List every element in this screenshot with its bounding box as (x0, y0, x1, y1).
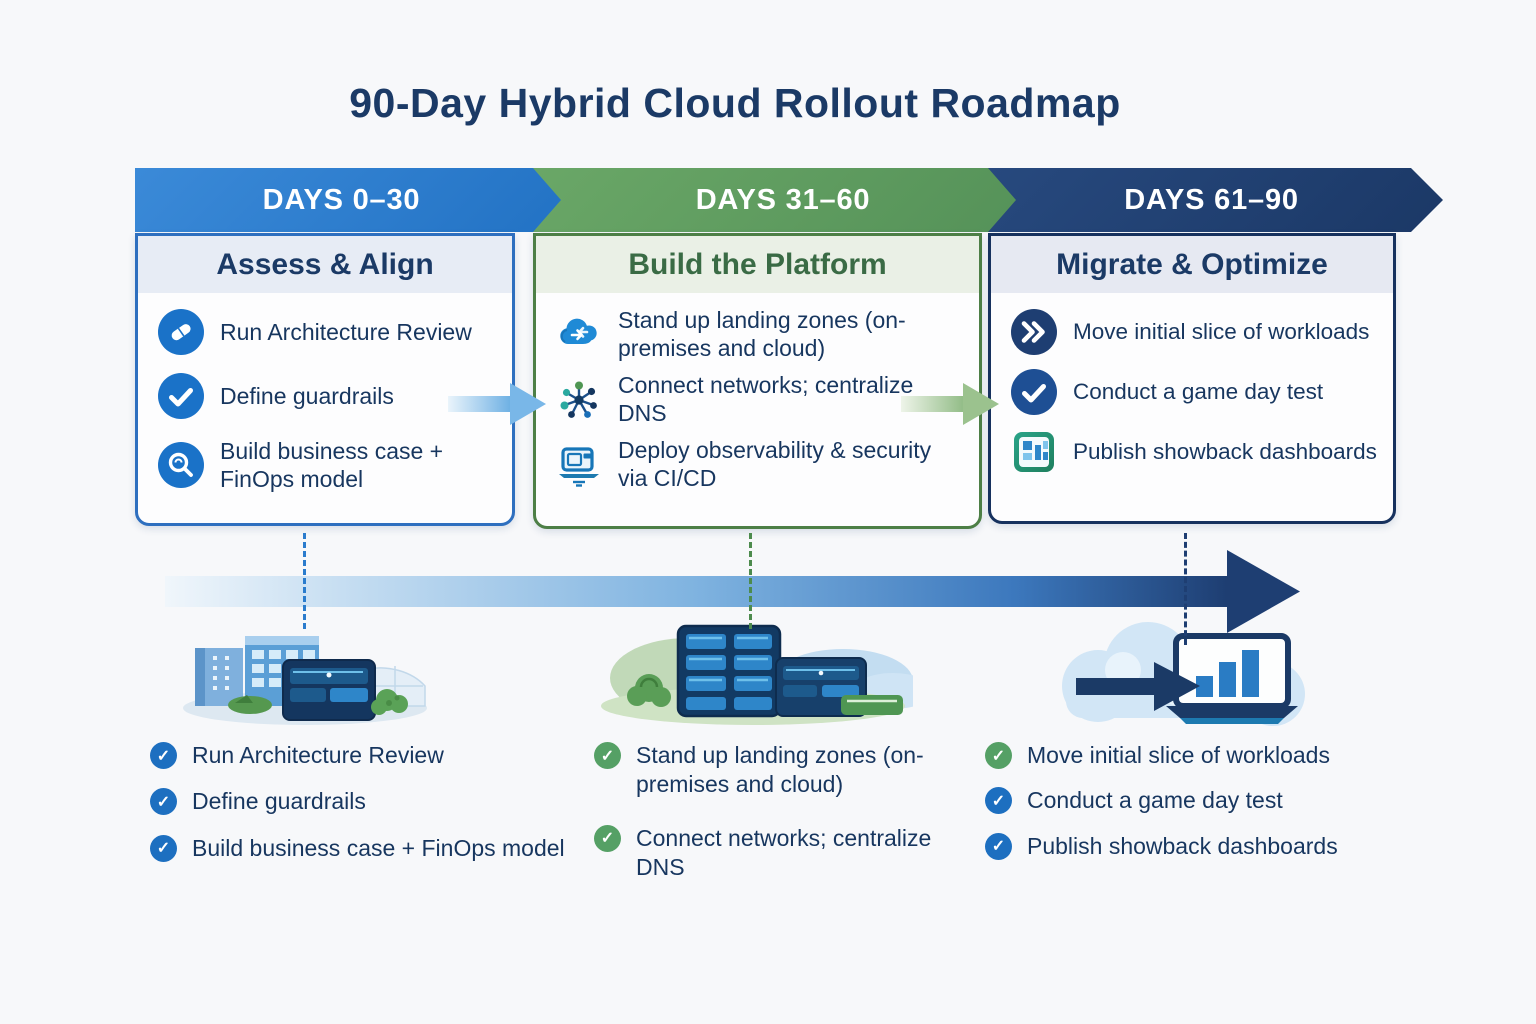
connector-arrow-green (901, 380, 1001, 433)
phase-3-item-1-label: Move initial slice of workloads (1073, 319, 1370, 345)
checklist-item-label: Move initial slice of workloads (1027, 742, 1330, 768)
phase-2-days-label: DAYS 31–60 (695, 183, 871, 216)
checklist-item: Publish showback dashboards (985, 832, 1338, 861)
checklist-phase-1: Run Architecture Review Define guardrail… (150, 741, 565, 863)
phase-1-days-label: DAYS 0–30 (262, 183, 421, 216)
checklist-item-label: Build business case + FinOps model (192, 834, 565, 861)
checklist-phase-2: Stand up landing zones (on-premises and … (594, 741, 976, 883)
phase-3-item-2-label: Conduct a game day test (1073, 379, 1324, 405)
dashed-connector-phase-3 (1184, 533, 1187, 645)
phase-3-item-3: Publish showback dashboards (1011, 429, 1379, 475)
checklist-item-label: Connect networks; centralize DNS (636, 824, 932, 881)
check-icon (594, 742, 621, 769)
check-icon (150, 788, 177, 816)
checklist-item: Define guardrails (150, 787, 565, 816)
phase-1-name: Assess & Align (138, 236, 512, 293)
check-icon (985, 832, 1012, 860)
checklist-item: Stand up landing zones (on-premises and … (594, 741, 976, 800)
phase-3-item-3-label: Publish showback dashboards (1073, 439, 1377, 465)
phase-3-item-1: Move initial slice of workloads (1011, 309, 1379, 355)
laptop-icon (556, 441, 602, 487)
timeline-arrow (150, 540, 1310, 645)
phase-3-header: DAYS 61–90 (988, 168, 1443, 232)
phase-3-days-label: DAYS 61–90 (1124, 183, 1299, 216)
connector-arrow-blue (448, 380, 548, 433)
check-icon (985, 742, 1012, 769)
phase-3-name: Migrate & Optimize (991, 236, 1393, 293)
cloud-sync-icon (556, 311, 602, 357)
pill-icon (158, 309, 204, 355)
phase-1-item-1: Run Architecture Review (158, 309, 498, 355)
checklist-item-label: Run Architecture Review (192, 742, 444, 768)
phase-1-item-3: Build business case + FinOps model (158, 437, 498, 493)
illustration-cloud-laptop-migration (1028, 598, 1328, 738)
phase-2-item-2: Connect networks; centralize DNS (556, 371, 965, 427)
phase-3-item-2: Conduct a game day test (1011, 369, 1379, 415)
checklist-item: Move initial slice of workloads (985, 741, 1338, 770)
phase-1-header: DAYS 0–30 (135, 168, 568, 232)
dashed-connector-phase-2 (749, 533, 752, 629)
phase-3-card: Migrate & Optimize Move initial slice of… (988, 233, 1396, 524)
check-icon (158, 373, 204, 419)
phase-2-item-2-label: Connect networks; centralize DNS (618, 372, 914, 427)
checklist-item: Build business case + FinOps model (150, 834, 565, 863)
page-title: 90-Day Hybrid Cloud Rollout Roadmap (349, 80, 1121, 126)
phase-2-header: DAYS 31–60 (533, 168, 1041, 232)
checklist-item: Run Architecture Review (150, 741, 565, 770)
phase-1-card: Assess & Align Run Architecture Review D… (135, 233, 515, 526)
checklist-item: Connect networks; centralize DNS (594, 824, 976, 883)
dashed-connector-phase-1 (303, 533, 306, 629)
checklist-item: Conduct a game day test (985, 786, 1338, 815)
check-icon (594, 824, 621, 852)
double-chevron-icon (1011, 309, 1057, 355)
check-icon (985, 787, 1012, 815)
magnifier-icon (158, 442, 204, 489)
check-icon (150, 834, 177, 862)
phase-2-name: Build the Platform (536, 236, 979, 293)
checklist-item-label: Publish showback dashboards (1027, 832, 1338, 859)
illustration-onprem-buildings (175, 608, 435, 733)
checklist-item-label: Conduct a game day test (1027, 787, 1283, 814)
checklist-item-label: Stand up landing zones (on-premises and … (636, 742, 924, 798)
phase-1-item-1-label: Run Architecture Review (220, 318, 472, 345)
phase-1-item-2-label: Define guardrails (220, 382, 394, 409)
phase-2-item-3-label: Deploy observability & security via CI/C… (618, 437, 932, 492)
phase-2-item-1: Stand up landing zones (on-premises and … (556, 306, 965, 362)
phase-1-item-2: Define guardrails (158, 373, 498, 419)
check-icon (150, 742, 177, 769)
checklist-phase-3: Move initial slice of workloads Conduct … (985, 741, 1338, 861)
phase-2-item-1-label: Stand up landing zones (on-premises and … (618, 307, 906, 362)
phase-2-card: Build the Platform Stand up landing zone… (533, 233, 982, 529)
dashboard-icon (1011, 429, 1057, 475)
checklist-item-label: Define guardrails (192, 788, 366, 815)
network-hub-icon (556, 376, 602, 422)
phase-1-item-3-label: Build business case + FinOps model (220, 438, 444, 493)
phase-2-item-3: Deploy observability & security via CI/C… (556, 436, 965, 492)
check-icon (1011, 369, 1057, 415)
